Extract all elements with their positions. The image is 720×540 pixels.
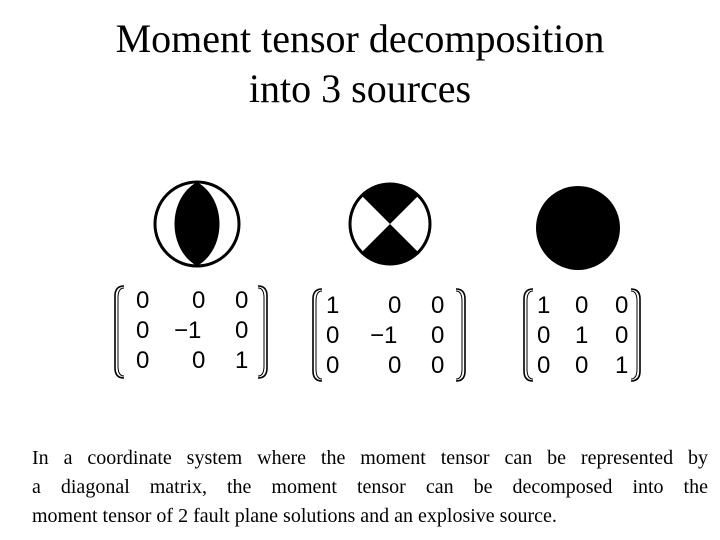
caption: In a coordinate system where the moment …: [32, 444, 708, 531]
matrix-cell: 0: [537, 352, 550, 379]
caption-line-3: moment tensor of 2 fault plane solutions…: [32, 502, 708, 531]
matrix-cell: −1: [370, 322, 397, 349]
matrix-cell: 0: [136, 317, 149, 344]
quadrant-beachball-icon: [347, 181, 433, 267]
matrix-3: 1 0 0 0 1 0 0 0 1: [521, 285, 645, 385]
title-line-1: Moment tensor decomposition: [0, 14, 720, 64]
matrix-cell: −1: [174, 317, 201, 344]
caption-line-2: a diagonal matrix, the moment tensor can…: [32, 473, 708, 502]
matrix-cell: 0: [575, 352, 588, 379]
matrix-cell: 0: [388, 292, 401, 319]
matrix-cell: 1: [235, 347, 248, 374]
matrix-cell: 0: [326, 322, 339, 349]
matrix-cell: 0: [235, 317, 248, 344]
caption-line-1: In a coordinate system where the moment …: [32, 444, 708, 473]
matrix-cell: 0: [388, 352, 401, 379]
matrix-cell: 0: [136, 287, 149, 314]
matrix-cell: 0: [615, 292, 628, 319]
matrix-cell: 1: [326, 292, 339, 319]
matrix-cell: 0: [136, 347, 149, 374]
matrix-cell: 0: [326, 352, 339, 379]
double-couple-lens-beachball-icon: [152, 179, 242, 269]
title-line-2: into 3 sources: [0, 64, 720, 114]
matrix-cell: 0: [192, 287, 205, 314]
matrix-cell: 0: [537, 322, 550, 349]
matrix-cell: 1: [575, 322, 588, 349]
matrix-cell: 0: [431, 322, 444, 349]
matrix-cell: 0: [431, 292, 444, 319]
matrix-cell: 0: [431, 352, 444, 379]
matrix-2: 1 0 0 0 −1 0 0 0 0: [310, 285, 470, 385]
matrix-cell: 0: [192, 347, 205, 374]
page-title: Moment tensor decomposition into 3 sourc…: [0, 14, 720, 114]
matrix-cell: 0: [575, 292, 588, 319]
matrix-1: 0 0 0 0 −1 0 0 0 1: [112, 282, 272, 382]
matrix-cell: 0: [235, 287, 248, 314]
explosive-source-beachball-icon: [535, 185, 621, 271]
matrix-cell: 0: [615, 322, 628, 349]
matrix-cell: 1: [537, 292, 550, 319]
matrix-cell: 1: [615, 352, 628, 379]
